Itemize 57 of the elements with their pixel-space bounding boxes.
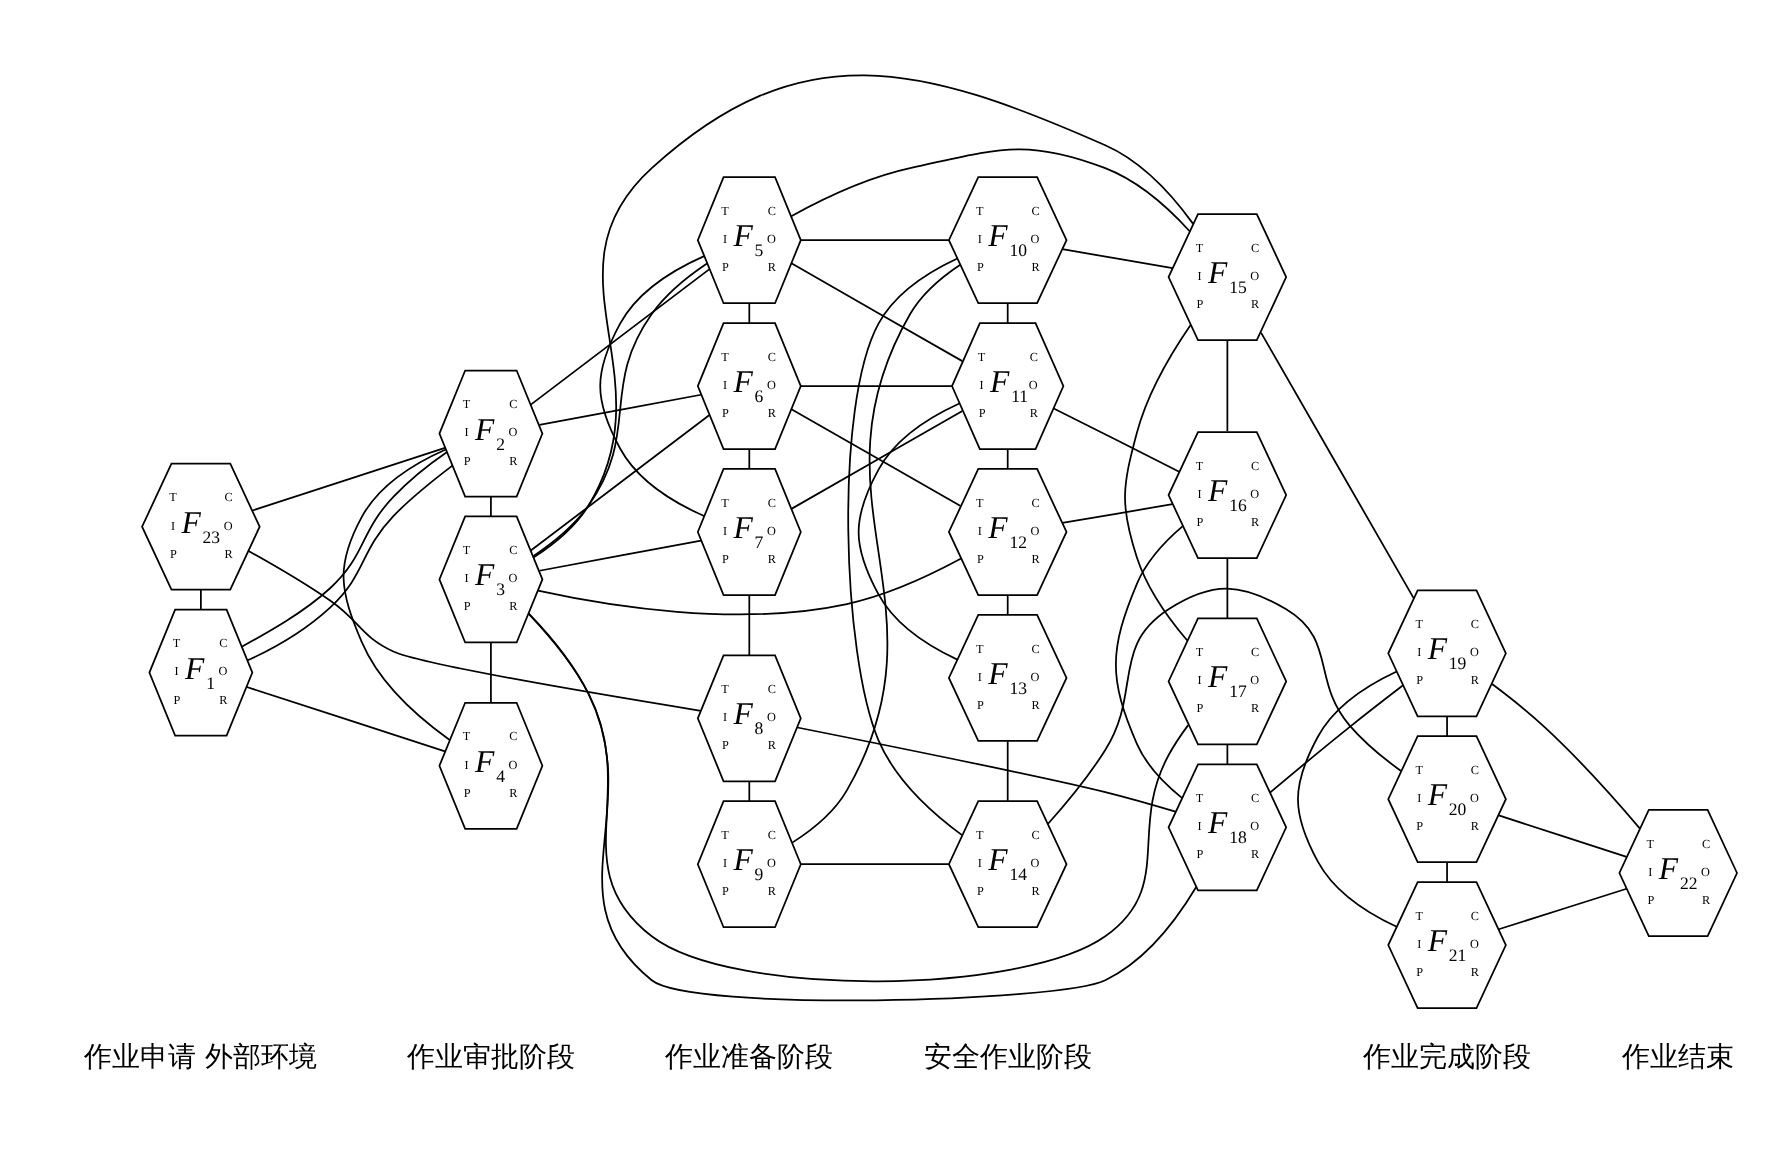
connector xyxy=(748,779,751,801)
connector xyxy=(240,450,448,647)
connector xyxy=(1226,338,1229,432)
connector xyxy=(790,147,1191,232)
connector xyxy=(246,463,454,661)
connector xyxy=(1269,683,1404,793)
connector xyxy=(247,549,702,711)
connector xyxy=(1491,682,1641,829)
connector xyxy=(1446,714,1448,736)
connector xyxy=(1297,669,1398,927)
connector xyxy=(537,556,962,615)
connector xyxy=(490,494,492,517)
connector xyxy=(1006,301,1009,323)
connector xyxy=(1446,860,1448,882)
connector xyxy=(1124,323,1192,641)
connector xyxy=(1115,524,1184,798)
connector xyxy=(799,384,953,386)
connector xyxy=(1006,447,1009,469)
connector xyxy=(1006,593,1009,615)
connector xyxy=(791,262,962,843)
connector xyxy=(1061,247,1174,268)
connector xyxy=(1260,330,1415,599)
connector xyxy=(1006,739,1009,801)
connector xyxy=(200,588,202,610)
connector xyxy=(538,538,702,571)
label: 作业审批阶段 xyxy=(406,1041,575,1074)
label: 作业准备阶段 xyxy=(665,1041,834,1074)
connector xyxy=(490,641,492,703)
connector xyxy=(538,392,702,425)
connector xyxy=(532,261,708,557)
connector xyxy=(1226,742,1229,764)
connector xyxy=(1226,556,1229,618)
connector xyxy=(796,725,1177,812)
connector xyxy=(599,254,705,516)
connector xyxy=(1061,502,1174,523)
connector xyxy=(1047,586,1402,824)
connector xyxy=(529,267,710,405)
connector xyxy=(847,256,963,835)
connector xyxy=(1497,813,1628,857)
connector xyxy=(529,413,710,551)
connector xyxy=(251,446,446,511)
label: 安全作业阶段 xyxy=(923,1041,1092,1074)
connector xyxy=(342,447,451,740)
connector xyxy=(857,401,961,660)
connector xyxy=(1497,886,1628,930)
connector xyxy=(533,73,1195,558)
label: 作业完成阶段 xyxy=(1363,1041,1532,1074)
connector xyxy=(790,261,964,361)
connector xyxy=(748,593,751,655)
connector xyxy=(799,238,950,241)
connector xyxy=(748,447,751,469)
connector xyxy=(1052,406,1181,472)
connector xyxy=(799,862,950,865)
connector xyxy=(748,301,751,323)
connector xyxy=(245,685,446,752)
label: 作业结束 xyxy=(1622,1041,1735,1074)
label: 作业申请 外部环境 xyxy=(84,1041,318,1074)
